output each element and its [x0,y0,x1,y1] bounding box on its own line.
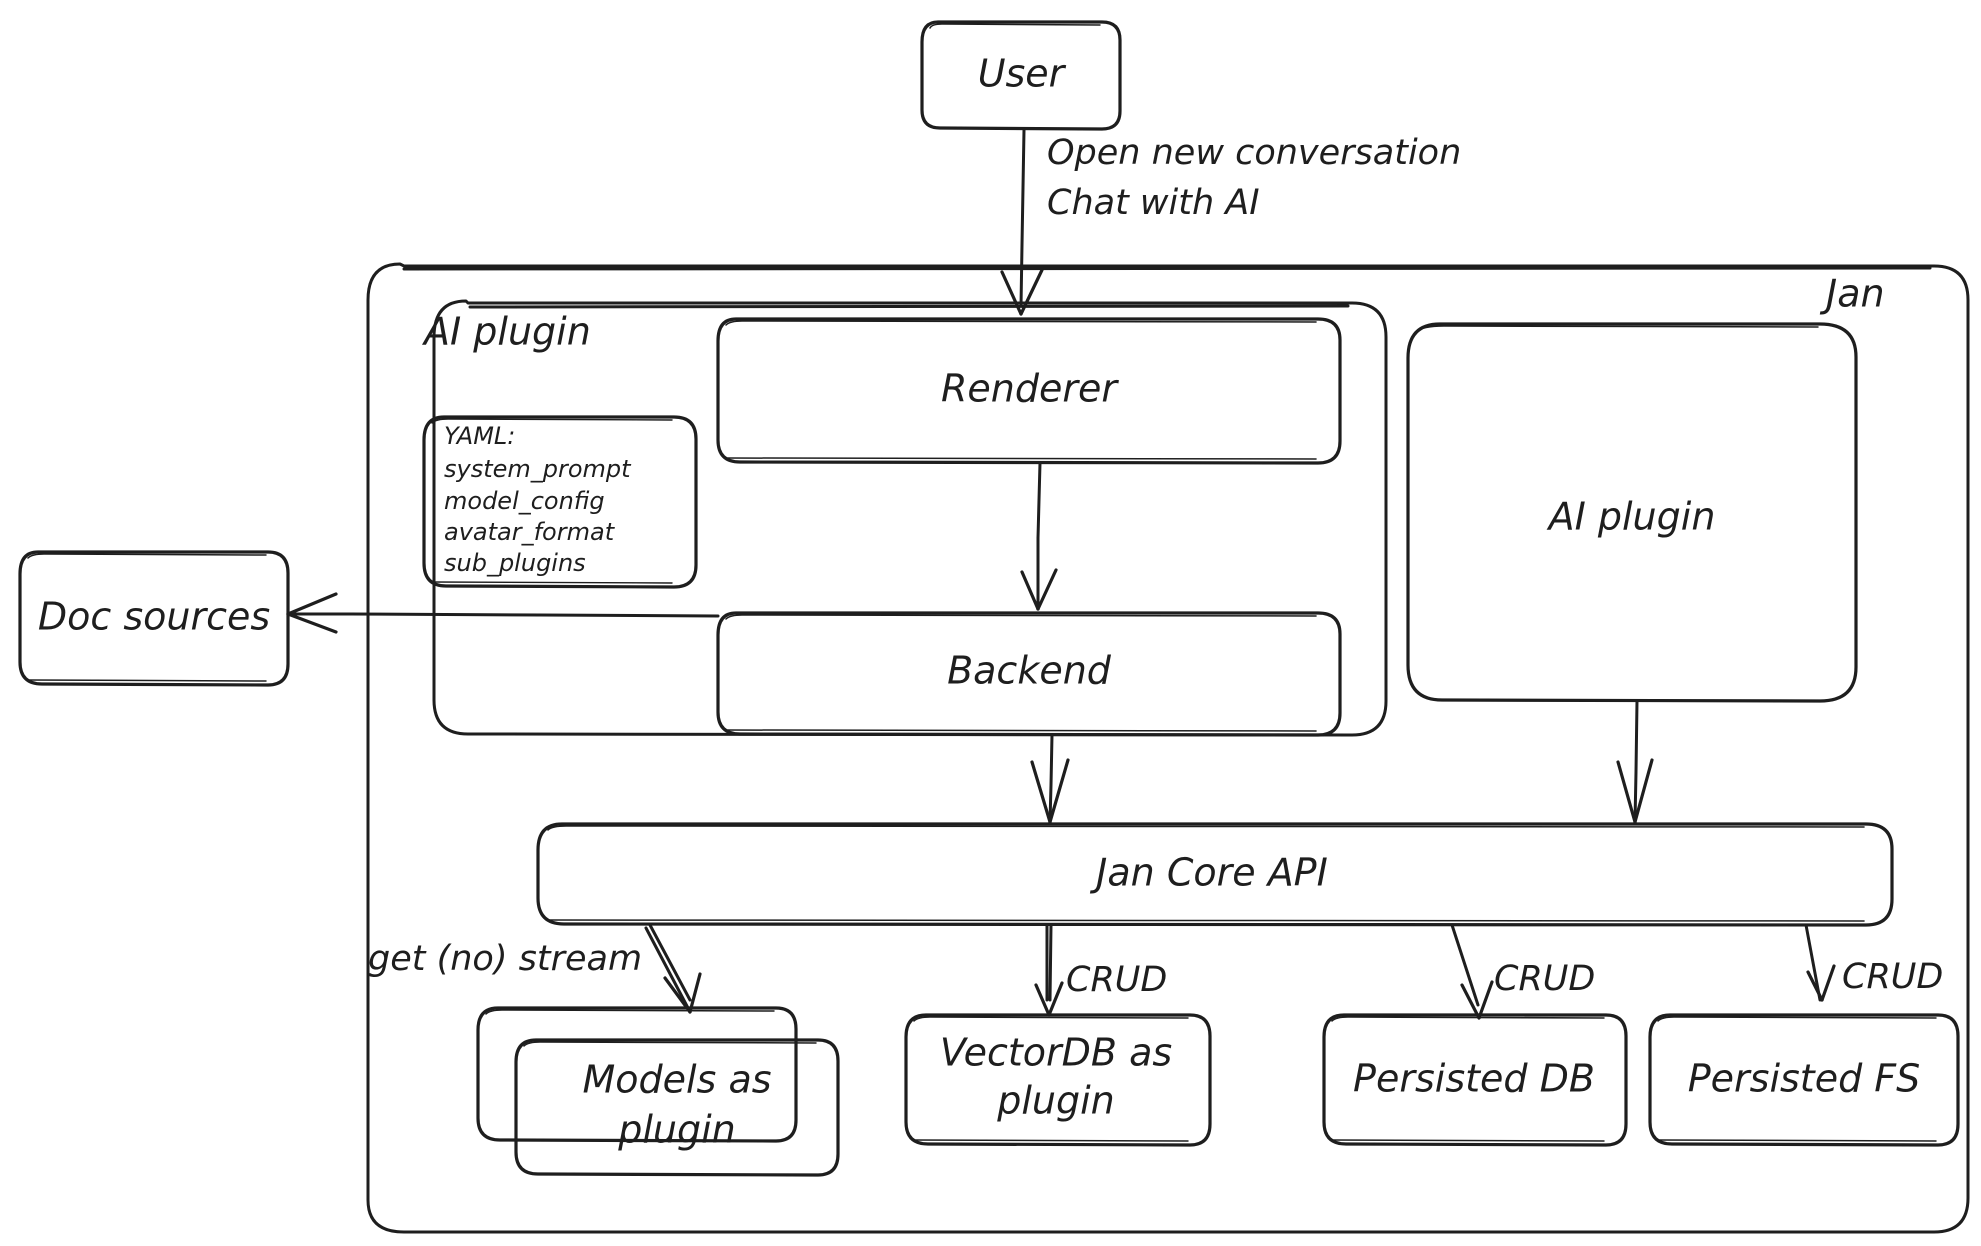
edge-user-to-renderer [1000,128,1044,316]
edge-core-to-persisted-fs-label: CRUD [1842,957,1943,997]
node-jan-core-api[interactable] [536,822,1894,927]
edge-core-to-persisted-fs [1804,923,1836,1002]
node-persisted-fs[interactable] [1648,1013,1960,1147]
node-user[interactable] [920,20,1122,131]
note-yaml [422,415,698,589]
container-ai-plugin-group [432,299,1388,737]
node-jan-core-api-label: Jan Core API [1089,851,1328,895]
edge-core-to-vectordb [1034,923,1064,1017]
edge-core-to-models-label: get (no) stream [368,939,642,979]
node-ai-plugin-label: AI plugin [1546,495,1716,539]
node-renderer-label: Renderer [941,367,1119,411]
edge-user-to-renderer-label-line2: Chat with AI [1047,183,1260,223]
edge-core-to-persisted-db-label: CRUD [1494,959,1595,999]
node-doc-sources-label: Doc sources [38,595,270,639]
node-persisted-fs-label: Persisted FS [1688,1057,1921,1101]
node-user-label: User [978,52,1067,96]
node-vectordb-plugin-label-line1: VectorDB as [940,1031,1172,1075]
edge-backend-to-doc-sources [286,592,720,634]
node-backend-label: Backend [947,649,1112,693]
container-jan-label: Jan [1819,272,1885,316]
edge-core-to-models [644,923,702,1014]
container-jan [366,262,1970,1234]
node-persisted-db-label: Persisted DB [1353,1057,1595,1101]
edge-renderer-to-backend [1020,461,1058,611]
node-backend[interactable] [716,611,1342,737]
node-renderer[interactable] [716,317,1342,465]
node-doc-sources[interactable] [18,550,290,687]
edge-user-to-renderer-label-line1: Open new conversation [1047,133,1461,173]
edge-ai-plugin-to-core [1616,699,1654,824]
node-models-plugin[interactable] [514,1038,840,1177]
node-ai-plugin[interactable] [1406,322,1858,703]
node-vectordb-plugin[interactable] [904,1013,1212,1147]
node-persisted-db[interactable] [1322,1013,1628,1147]
note-yaml-line-1: model_config [444,487,605,515]
node-models-plugin-label-line1: Models as [582,1058,771,1102]
note-yaml-line-2: avatar_format [444,518,616,546]
edge-backend-to-core [1030,733,1070,824]
node-models-plugin-label-line2: plugin [617,1108,736,1152]
note-yaml-line-3: sub_plugins [444,549,586,577]
edge-core-to-persisted-db [1450,923,1494,1020]
note-yaml-line-0: system_prompt [444,455,632,483]
node-models-plugin-back [476,1006,798,1143]
edge-core-to-vectordb-label: CRUD [1066,960,1167,1000]
container-ai-plugin-group-label: AI plugin [421,310,591,354]
node-vectordb-plugin-label-line2: plugin [996,1079,1115,1123]
note-yaml-title: YAML: [444,422,515,450]
